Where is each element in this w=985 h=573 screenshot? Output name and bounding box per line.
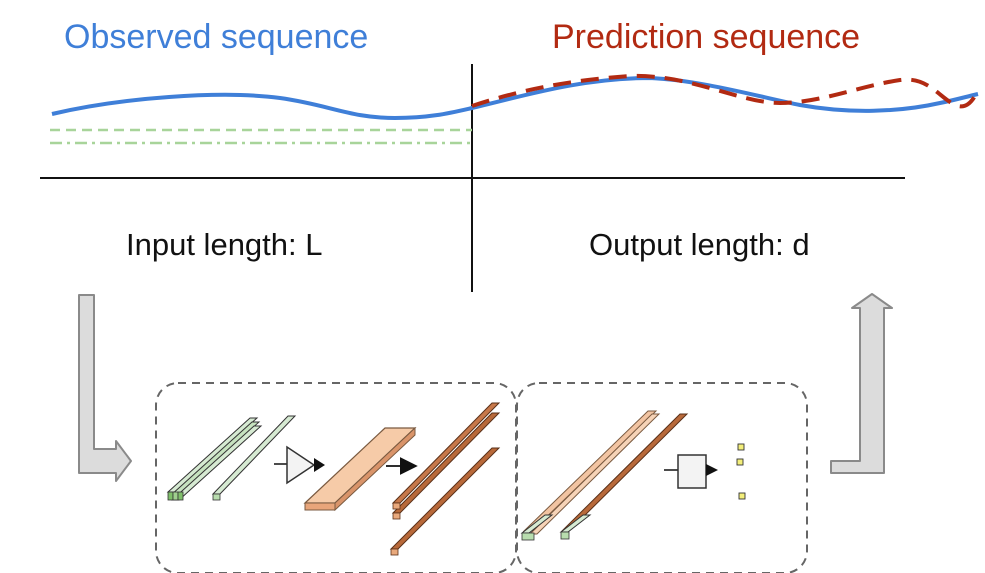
triangle-block-icon [286,445,316,485]
down-right-bent-arrow-icon [78,294,132,482]
green-input-bars [166,417,263,501]
green-single-bar [211,415,297,501]
right-up-bent-arrow-icon [830,293,893,474]
output-length-label: Output length: d [589,227,810,262]
input-length-label: Input length: L [126,227,323,262]
decoder-bars [520,410,689,541]
orange-slab-edge [304,502,336,511]
prediction-sequence-curve [471,73,978,109]
square-block-icon [677,454,707,489]
triangle-arrowhead [314,458,325,472]
square-arrowhead [706,464,718,476]
observed-sequence-label: Observed sequence [64,18,369,56]
observed-sequence-curve [51,75,979,121]
brown-bars [389,402,501,556]
orange-slab-side [334,426,416,512]
decoder-module-box [516,382,808,573]
prediction-sequence-label: Prediction sequence [552,18,861,56]
output-cubes [736,443,746,500]
